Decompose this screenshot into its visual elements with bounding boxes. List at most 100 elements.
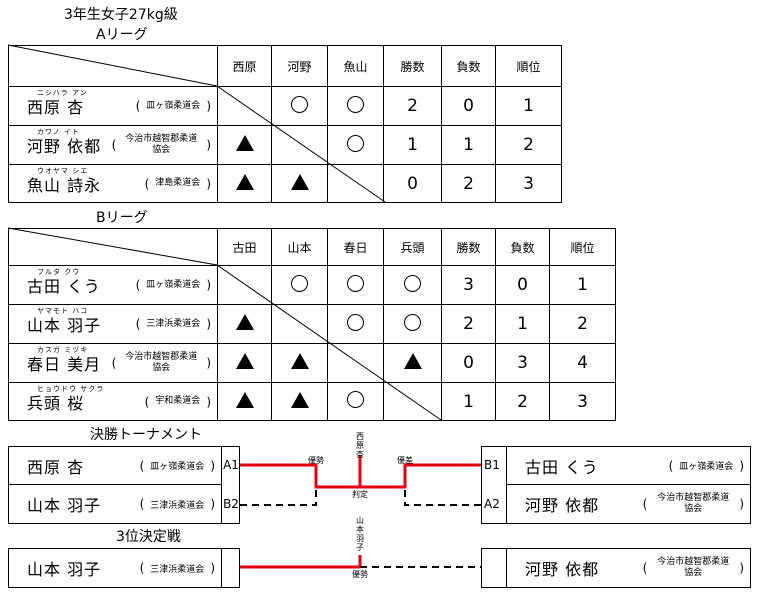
triangle-loss-mark (403, 353, 422, 369)
final-left-box: 西原 杏 (皿ヶ嶺柔道会) 山本 羽子 (三津浜柔道会) A1 B2 (8, 446, 240, 524)
club-name: 皿ヶ嶺柔道会 (146, 100, 201, 111)
wins-cell: 2 (383, 86, 442, 126)
third-winner-vertical: 山本羽子 (356, 516, 364, 552)
league-b-label: Bリーグ (96, 210, 148, 226)
result-cell (217, 304, 272, 344)
wins-cell: 0 (383, 164, 442, 203)
circle-win-mark (347, 95, 364, 113)
player-kana: ウオヤマ シエ (37, 167, 89, 175)
player-name: 山本 羽子 (27, 496, 102, 515)
rank-cell: 3 (495, 164, 562, 203)
player-cell: ニシハラ アン西原 杏(皿ヶ嶺柔道会) (8, 86, 218, 126)
final-label: 決勝トーナメント (90, 427, 202, 443)
losses-cell: 1 (495, 304, 550, 344)
triangle-loss-mark (290, 173, 309, 190)
header-cell: 負数 (495, 228, 550, 266)
losses-cell: 2 (495, 382, 550, 421)
club-name: 今治市越智郡柔道協会 (657, 557, 730, 578)
player-name: 西原 杏 (27, 98, 85, 117)
club-name: 皿ヶ嶺柔道会 (146, 279, 201, 290)
wins-cell: 1 (383, 125, 442, 165)
result-cell (327, 265, 384, 305)
header-cell: 負数 (441, 45, 496, 87)
player-name: 魚山 詩永 (27, 175, 102, 195)
player-cell: カスガ ミヅキ春日 美月(今治市越智郡柔道協会) (8, 343, 218, 383)
club-name: 今治市越智郡柔道協会 (125, 352, 198, 373)
final-right-entry: 河野 依都 (今治市越智郡柔道協会) (506, 485, 750, 523)
header-cell: 春日 (327, 228, 384, 266)
result-cell (383, 382, 442, 421)
rank-cell: 2 (549, 304, 616, 344)
third-left-entry: 山本 羽子 (三津浜柔道会) (9, 549, 222, 587)
wins-cell: 2 (441, 304, 496, 344)
header-cell: 順位 (549, 228, 616, 266)
seed-label: B1 (484, 458, 500, 472)
player-cell: ウオヤマ シエ魚山 詩永(津島柔道会) (8, 164, 218, 203)
triangle-loss-mark (290, 353, 309, 369)
player-name: 山本 羽子 (27, 316, 102, 335)
final-left-entry: 山本 羽子 (三津浜柔道会) (9, 485, 222, 523)
rank-cell: 4 (549, 343, 616, 383)
club-name: 三津浜柔道会 (150, 564, 205, 575)
seed-label: A1 (223, 458, 239, 472)
league-a-corner (8, 45, 218, 87)
player-cell: ヒョウドウ サクラ兵頭 桜(宇和柔道会) (8, 382, 218, 421)
wins-cell: 0 (441, 343, 496, 383)
result-cell (217, 125, 272, 165)
header-cell: 勝数 (383, 45, 442, 87)
header-cell: 魚山 (327, 45, 384, 87)
final-left-note: 優勢 (308, 456, 324, 465)
rank-cell: 1 (495, 86, 562, 126)
header-cell: 順位 (495, 45, 562, 87)
third-right-box: 河野 依都 (今治市越智郡柔道協会) (481, 548, 751, 588)
rank-cell: 3 (549, 382, 616, 421)
club-name: 今治市越智郡柔道協会 (657, 493, 730, 514)
club-name: 三津浜柔道会 (146, 318, 201, 329)
circle-win-mark (347, 274, 364, 292)
player-kana: ヤマモト ハコ (37, 307, 89, 315)
seed-label: A2 (484, 497, 500, 511)
result-cell (217, 164, 272, 203)
result-cell (217, 343, 272, 383)
club-name: 皿ヶ嶺柔道会 (150, 462, 205, 472)
final-left-entry: 西原 杏 (皿ヶ嶺柔道会) (9, 447, 222, 485)
player-cell: カワノ イト河野 依都(今治市越智郡柔道協会) (8, 125, 218, 165)
result-cell (271, 382, 328, 421)
player-name: 古田 くう (525, 457, 599, 477)
rank-cell: 1 (549, 265, 616, 305)
result-cell (271, 265, 328, 305)
player-name: 古田 くう (27, 277, 101, 296)
header-cell: 山本 (271, 228, 328, 266)
player-kana: ニシハラ アン (37, 89, 88, 97)
result-cell (327, 86, 384, 126)
circle-win-mark (291, 274, 308, 292)
club-name: 皿ヶ嶺柔道会 (679, 462, 734, 472)
final-bottom-note: 判定 (352, 490, 368, 499)
losses-cell: 1 (441, 125, 496, 165)
result-cell (271, 343, 328, 383)
player-kana: フルタ クウ (37, 268, 81, 276)
triangle-loss-mark (235, 135, 254, 151)
header-cell: 西原 (217, 45, 272, 87)
page-title: 3年生女子27kg級 (64, 7, 178, 23)
club-name: 宇和柔道会 (155, 396, 201, 406)
result-cell (383, 265, 442, 305)
wins-cell: 3 (441, 265, 496, 305)
wins-cell: 1 (441, 382, 496, 421)
result-cell (383, 304, 442, 344)
result-cell (327, 125, 384, 165)
club-name: 今治市越智郡柔道協会 (125, 134, 198, 155)
circle-win-mark (291, 95, 308, 113)
player-cell: フルタ クウ古田 くう(皿ヶ嶺柔道会) (8, 265, 218, 305)
losses-cell: 0 (441, 86, 496, 126)
third-right-entry: 河野 依都 (今治市越智郡柔道協会) (506, 549, 750, 587)
header-cell: 河野 (271, 45, 328, 87)
circle-win-mark (347, 313, 364, 331)
final-right-note: 優差 (397, 456, 413, 465)
final-right-box: 古田 くう (皿ヶ嶺柔道会) 河野 依都 (今治市越智郡柔道協会) B1 A2 (481, 446, 751, 524)
result-cell (383, 343, 442, 383)
player-name: 春日 美月 (27, 355, 102, 374)
result-cell (217, 265, 272, 305)
league-b-corner (8, 228, 218, 266)
final-winner-vertical: 西原杏 (356, 432, 364, 459)
